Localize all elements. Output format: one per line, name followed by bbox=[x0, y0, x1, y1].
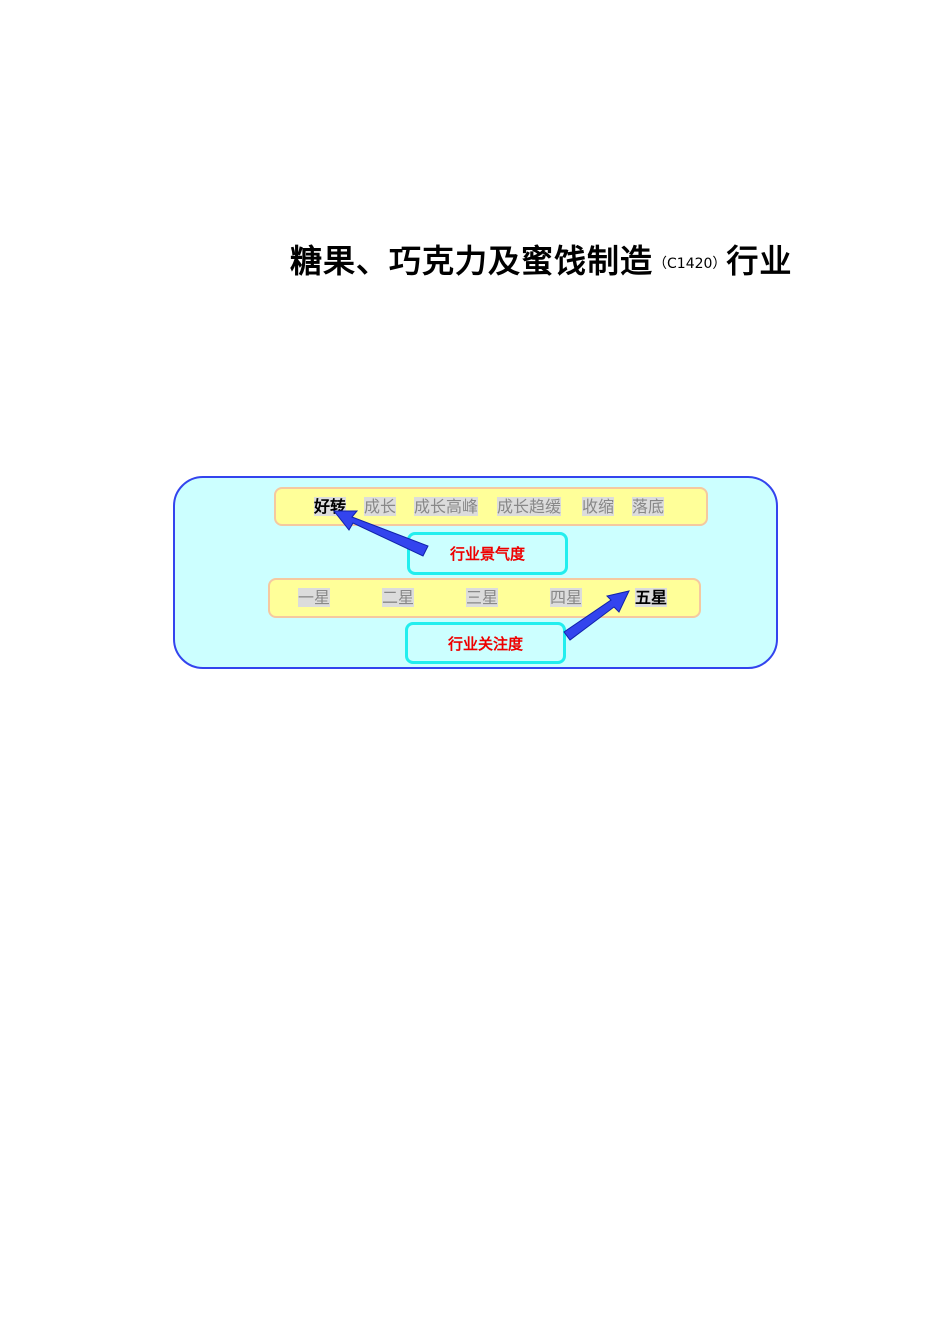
stage-growth: 成长 bbox=[364, 497, 397, 516]
attention-label: 行业关注度 bbox=[447, 634, 523, 653]
level-four-star: 四星 bbox=[550, 588, 583, 607]
stage-bottom: 落底 bbox=[632, 497, 665, 516]
page-title: 糖果、巧克力及蜜饯制造（C1420）行业 bbox=[290, 236, 792, 282]
title-code: （C1420） bbox=[653, 256, 727, 272]
arrow-to-improving-icon bbox=[332, 510, 429, 557]
arrow-to-five-star-icon bbox=[563, 590, 630, 641]
title-suffix: 行业 bbox=[726, 242, 793, 280]
stage-growth-peak: 成长高峰 bbox=[414, 497, 479, 516]
level-three-star: 三星 bbox=[466, 588, 499, 607]
level-two-star: 二星 bbox=[382, 588, 415, 607]
level-one-star: 一星 bbox=[298, 588, 331, 607]
prosperity-label-box: 行业景气度 bbox=[407, 532, 568, 575]
attention-label-box: 行业关注度 bbox=[405, 622, 566, 664]
stage-growth-slowing: 成长趋缓 bbox=[497, 497, 562, 516]
prosperity-label: 行业景气度 bbox=[449, 545, 525, 563]
level-five-star: 五星 bbox=[635, 588, 668, 607]
stage-contraction: 收缩 bbox=[582, 497, 615, 516]
title-main: 糖果、巧克力及蜜饯制造 bbox=[290, 242, 654, 280]
